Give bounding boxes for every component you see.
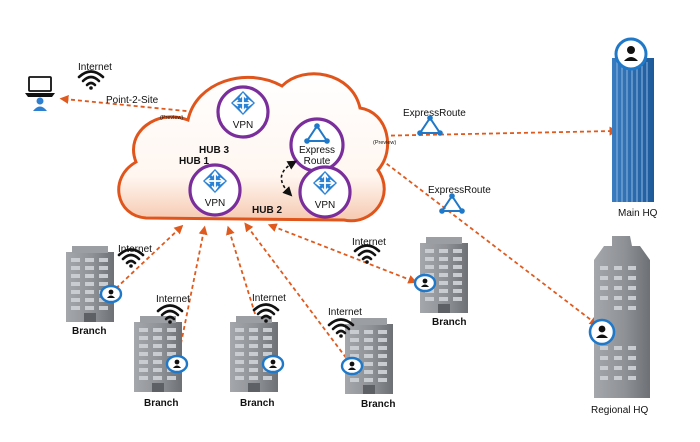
express-label-line2: Route	[304, 156, 331, 167]
link-main-hq	[365, 126, 619, 141]
user-icon	[413, 273, 437, 293]
hub1-vpn[interactable]: VPN	[188, 163, 242, 217]
user-icon	[614, 37, 648, 71]
hub2-vpn[interactable]: VPN	[298, 165, 352, 219]
main-hq-building[interactable]	[612, 37, 654, 202]
point2site-label: Point-2-Site	[106, 95, 159, 106]
internet-label-branch4: Internet	[328, 307, 362, 318]
user-icon	[588, 318, 616, 346]
vpn-label-hub2: VPN	[315, 200, 336, 211]
internet-label-branch5: Internet	[352, 237, 386, 248]
link-branch-1	[107, 224, 184, 297]
branch-label-1: Branch	[72, 326, 106, 337]
internet-label-branch1: Internet	[118, 244, 152, 255]
branch-label-4: Branch	[361, 399, 395, 410]
branch-1[interactable]	[66, 246, 123, 322]
vpn-label-hub3: VPN	[233, 120, 254, 131]
hub1-label: HUB 1	[179, 156, 209, 167]
building-icon	[230, 316, 278, 392]
branch-label-3: Branch	[240, 398, 274, 409]
internet-label-branch3: Internet	[252, 293, 286, 304]
laptop-icon	[25, 76, 55, 111]
regional-hq-building[interactable]	[588, 236, 650, 398]
user-icon	[340, 356, 364, 376]
regional-hq-label: Regional HQ	[591, 405, 648, 416]
expressroute-icon	[438, 192, 466, 215]
link-point2site	[59, 94, 201, 117]
hub3-vpn[interactable]: VPN	[216, 85, 270, 139]
wifi-icon	[77, 70, 105, 92]
internet-label-top: Internet	[78, 62, 112, 73]
expressroute-label-1: ExpressRoute	[403, 108, 466, 119]
preview-label-left: (Preview)	[160, 115, 183, 121]
building-icon	[134, 316, 182, 392]
link-branch-5	[267, 223, 418, 284]
link-regional-hq	[366, 148, 599, 326]
preview-label-right: (Preview)	[373, 140, 396, 146]
branch-3[interactable]	[230, 316, 285, 392]
hub2-label: HUB 2	[252, 205, 282, 216]
user-icon	[261, 354, 285, 374]
expressroute-label-2: ExpressRoute	[428, 185, 491, 196]
building-icon	[66, 246, 114, 322]
express-label-line1: Express	[299, 145, 335, 156]
link-branch-4	[244, 222, 353, 367]
connectors	[59, 94, 619, 368]
vpn-label-hub1: VPN	[205, 198, 226, 209]
branch-label-2: Branch	[144, 398, 178, 409]
hub-interconnect-arrow	[280, 160, 298, 197]
user-icon	[165, 354, 189, 374]
branch-2[interactable]	[134, 316, 189, 392]
hub-expressroute[interactable]: Express Route	[289, 117, 345, 173]
internet-label-branch2: Internet	[156, 294, 190, 305]
building-icon	[345, 318, 393, 394]
main-hq-label: Main HQ	[618, 208, 658, 219]
wifi-icon	[353, 244, 381, 266]
hub3-label: HUB 3	[199, 145, 229, 156]
branch-5[interactable]	[413, 237, 468, 313]
branch-label-5: Branch	[432, 317, 466, 328]
user-icon	[99, 284, 123, 304]
